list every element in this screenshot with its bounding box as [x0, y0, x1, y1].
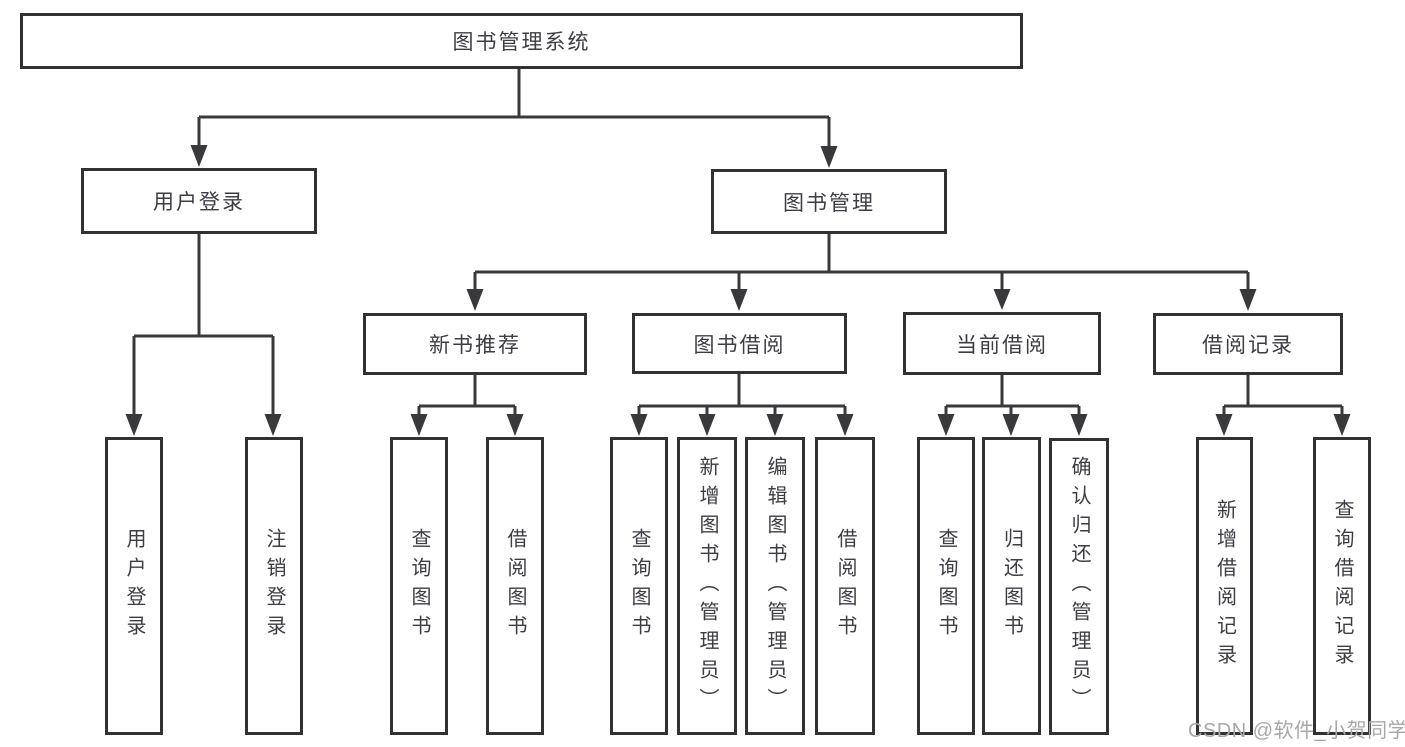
- leaf-query-borrow-record-label: 查询借阅记录: [1331, 499, 1353, 673]
- leaf-edit-book-admin-label: 编辑图书（管理员）: [764, 455, 786, 717]
- leaf-add-borrow-record-label: 新增借阅记录: [1213, 499, 1236, 673]
- leaf-return-books-label: 归还图书: [1000, 528, 1023, 644]
- leaf-user-login-label: 用户登录: [123, 528, 145, 644]
- node-current-borrowing-label: 当前借阅: [956, 333, 1048, 357]
- leaf-add-book-admin-label: 新增图书（管理员）: [696, 455, 718, 717]
- node-root: 图书管理系统: [20, 13, 1023, 69]
- leaf-confirm-return-admin-label: 确认归还（管理员）: [1068, 456, 1090, 717]
- node-user-login: 用户登录: [81, 168, 317, 234]
- leaf-query-books-borrowing-label: 查询图书: [628, 528, 650, 644]
- leaf-query-books-recommend-label: 查询图书: [408, 528, 430, 644]
- watermark: CSDN @软件_小贺同学: [1188, 720, 1405, 742]
- node-user-login-label: 用户登录: [153, 191, 245, 214]
- node-book-borrowing-label: 图书借阅: [693, 333, 786, 357]
- leaf-borrow-books-recommend: 借阅图书: [486, 437, 544, 735]
- leaf-add-borrow-record: 新增借阅记录: [1196, 437, 1253, 735]
- leaf-borrow-books-borrowing-label: 借阅图书: [834, 528, 856, 644]
- node-book-management-label: 图书管理: [783, 191, 875, 215]
- node-book-management: 图书管理: [711, 169, 947, 234]
- node-book-borrowing: 图书借阅: [632, 313, 847, 374]
- leaf-query-books-current-label: 查询图书: [935, 528, 957, 644]
- leaf-logout: 注销登录: [245, 437, 303, 735]
- leaf-borrow-books-borrowing: 借阅图书: [815, 437, 875, 735]
- leaf-query-books-recommend: 查询图书: [390, 437, 448, 735]
- node-borrowing-records: 借阅记录: [1153, 313, 1343, 375]
- leaf-edit-book-admin: 编辑图书（管理员）: [745, 437, 805, 735]
- leaf-query-borrow-record: 查询借阅记录: [1313, 437, 1371, 735]
- node-borrowing-records-label: 借阅记录: [1202, 334, 1294, 357]
- leaf-return-books: 归还图书: [982, 437, 1041, 735]
- node-new-book-recommendation: 新书推荐: [363, 313, 587, 375]
- leaf-confirm-return-admin: 确认归还（管理员）: [1049, 438, 1109, 735]
- leaf-add-book-admin: 新增图书（管理员）: [677, 437, 737, 735]
- node-current-borrowing: 当前借阅: [903, 312, 1101, 375]
- leaf-query-books-current: 查询图书: [917, 437, 975, 735]
- node-root-label: 图书管理系统: [452, 31, 591, 54]
- leaf-user-login: 用户登录: [105, 437, 163, 735]
- leaf-logout-label: 注销登录: [263, 528, 285, 644]
- node-new-book-recommendation-label: 新书推荐: [429, 334, 521, 357]
- leaf-borrow-books-recommend-label: 借阅图书: [504, 528, 526, 644]
- arrowheads: [125, 145, 1351, 436]
- leaf-query-books-borrowing: 查询图书: [610, 437, 668, 735]
